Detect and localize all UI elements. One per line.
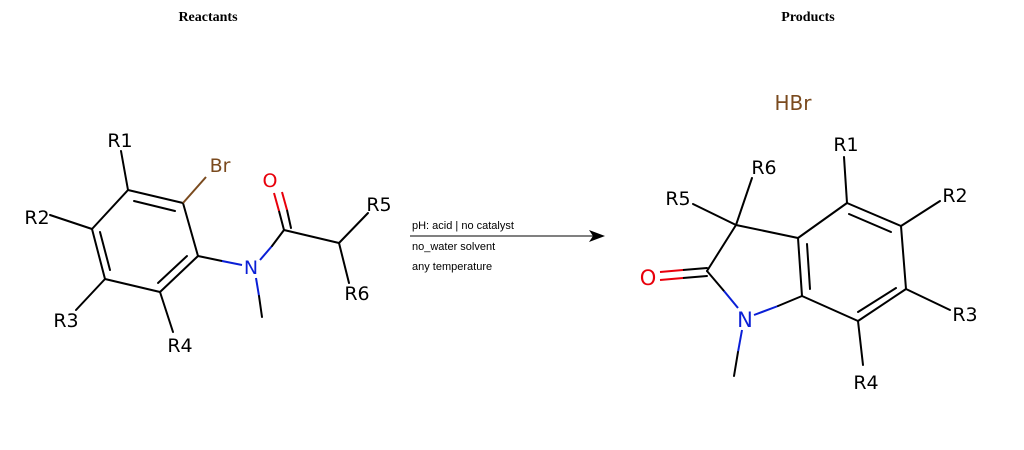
bond xyxy=(182,176,207,204)
reactants-header: Reactants xyxy=(178,10,238,25)
bond xyxy=(133,200,176,212)
atom-label-r4: R4 xyxy=(853,372,878,394)
atom-label-r1: R1 xyxy=(833,134,858,156)
bond xyxy=(259,245,273,261)
bond xyxy=(75,278,106,311)
bond xyxy=(278,210,285,231)
bond xyxy=(120,150,129,191)
bond xyxy=(857,287,897,313)
bond xyxy=(801,295,859,322)
bond xyxy=(659,269,684,273)
bond xyxy=(104,278,161,293)
bond xyxy=(273,192,280,212)
atom-label-r6: R6 xyxy=(344,283,369,305)
bond xyxy=(271,229,285,247)
bond xyxy=(777,295,803,307)
atom-label-r2: R2 xyxy=(942,185,967,207)
bond xyxy=(692,203,737,226)
bond xyxy=(283,229,340,244)
bond xyxy=(127,189,184,204)
atom-label-r1: R1 xyxy=(107,130,132,152)
bond xyxy=(848,213,892,233)
bond xyxy=(338,212,369,244)
bond xyxy=(197,255,223,262)
bond xyxy=(843,156,848,204)
bond xyxy=(706,224,737,272)
bond xyxy=(797,202,848,239)
bond xyxy=(846,202,902,227)
product-molecule: R6 R5 R1 R2 R3 R4 O N xyxy=(640,134,978,394)
bond xyxy=(797,237,803,297)
bond xyxy=(753,305,779,316)
bond xyxy=(286,209,292,229)
bond xyxy=(659,277,684,281)
bond xyxy=(735,224,799,239)
atom-label-r5: R5 xyxy=(366,194,391,216)
bond xyxy=(338,242,350,284)
bond xyxy=(900,200,941,227)
product-benzene-ring xyxy=(797,202,907,322)
bond xyxy=(682,267,708,271)
bond xyxy=(735,177,753,226)
atom-label-r6: R6 xyxy=(751,157,776,179)
atom-label-r3: R3 xyxy=(53,310,78,332)
condition-solvent: no_water solvent xyxy=(412,241,495,253)
atom-label-r2: R2 xyxy=(24,207,49,229)
atom-label-br: Br xyxy=(210,155,231,177)
bond xyxy=(221,260,243,266)
atom-label-r5: R5 xyxy=(665,188,690,210)
bond xyxy=(255,277,260,297)
atom-label-n: N xyxy=(244,257,258,279)
reaction-arrow-group: pH: acid | no catalyst no_water solvent … xyxy=(410,220,605,273)
byproduct-hbr: HBr xyxy=(775,91,813,115)
bond xyxy=(91,228,106,280)
bond xyxy=(49,214,93,230)
atom-label-r3: R3 xyxy=(952,304,977,326)
bond xyxy=(99,231,111,271)
bond xyxy=(857,320,864,366)
bond xyxy=(182,202,199,257)
bond xyxy=(281,191,288,211)
bond xyxy=(900,225,907,290)
atom-label-r4: R4 xyxy=(167,335,192,357)
bond xyxy=(905,288,951,311)
bond xyxy=(733,351,739,377)
atom-label-n: N xyxy=(737,308,753,332)
condition-ph-catalyst: pH: acid | no catalyst xyxy=(412,220,514,232)
bond xyxy=(157,255,188,284)
products-header: Products xyxy=(781,10,835,25)
arrowhead-icon xyxy=(589,230,605,242)
bond xyxy=(159,291,174,333)
condition-temperature: any temperature xyxy=(412,261,492,273)
reactant-molecule: R1 R2 R3 R4 Br N O R5 R6 xyxy=(24,130,391,357)
bond xyxy=(258,295,263,318)
reactant-benzene-ring xyxy=(91,189,199,293)
bond xyxy=(682,275,708,279)
bond xyxy=(857,288,907,322)
bond xyxy=(706,270,725,292)
bond xyxy=(91,189,129,230)
bond xyxy=(159,255,199,293)
bond xyxy=(723,290,739,309)
atom-label-o: O xyxy=(640,266,657,290)
bond xyxy=(737,329,743,353)
bond xyxy=(806,243,811,290)
atom-label-o: O xyxy=(263,170,278,192)
